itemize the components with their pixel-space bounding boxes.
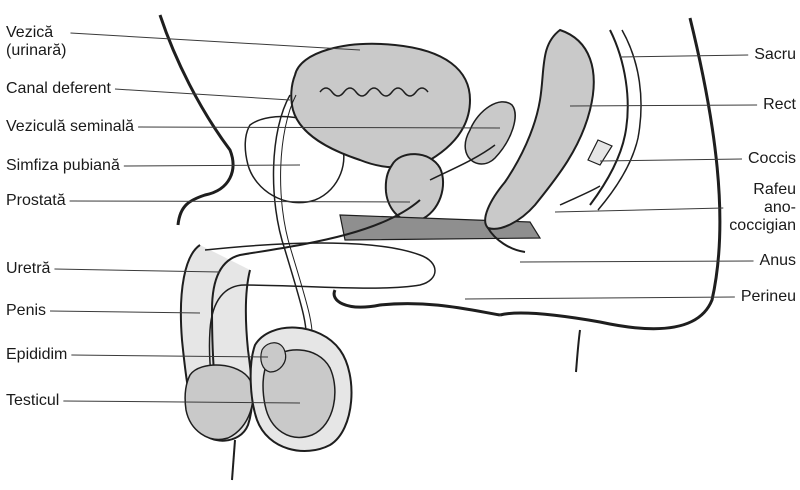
leader-line-perineu	[465, 297, 735, 299]
label-line: Testicul	[6, 392, 59, 410]
prostate-gland	[386, 154, 443, 221]
label-rect: Rect	[763, 96, 796, 114]
leader-line-rect	[570, 105, 757, 106]
label-uretra: Uretră	[6, 260, 50, 278]
label-line: Uretră	[6, 260, 50, 278]
label-line: Veziculă seminală	[6, 118, 134, 136]
sacrum	[590, 30, 628, 205]
leg-line	[232, 440, 235, 480]
label-line: Rafeu	[729, 181, 796, 199]
leader-line-prostata	[70, 201, 410, 202]
label-canal: Canal deferent	[6, 80, 111, 98]
label-line: Coccis	[748, 150, 796, 168]
label-vezica: Vezică(urinară)	[6, 24, 66, 60]
leader-line-penis	[50, 311, 200, 313]
anococcygeal-raphe	[560, 186, 600, 205]
thigh-crease	[576, 330, 580, 372]
label-penis: Penis	[6, 302, 46, 320]
label-sacru: Sacru	[754, 46, 796, 64]
label-epididim: Epididim	[6, 346, 67, 364]
label-prostata: Prostată	[6, 192, 66, 210]
label-line: ano-	[729, 199, 796, 217]
label-coccis: Coccis	[748, 150, 796, 168]
label-line: Epididim	[6, 346, 67, 364]
label-line: Anus	[760, 252, 796, 270]
label-line: Perineu	[741, 288, 796, 306]
label-testicul: Testicul	[6, 392, 59, 410]
label-veziculă: Veziculă seminală	[6, 118, 134, 136]
label-line: Penis	[6, 302, 46, 320]
seminal-vesicle	[465, 102, 515, 164]
label-line: Rect	[763, 96, 796, 114]
label-line: Vezică	[6, 24, 66, 42]
label-line: Simfiza pubiană	[6, 157, 120, 175]
label-simfiza: Simfiza pubiană	[6, 157, 120, 175]
label-line: Canal deferent	[6, 80, 111, 98]
leader-line-rafeu	[555, 208, 723, 212]
leader-line-coccis	[600, 159, 742, 161]
leader-line-sacru	[620, 55, 748, 57]
body-outline-front	[160, 15, 233, 225]
label-line: coccigian	[729, 217, 796, 235]
thigh-outline	[334, 290, 500, 315]
label-line: (urinară)	[6, 42, 66, 60]
label-line: Sacru	[754, 46, 796, 64]
leader-line-vezica	[70, 33, 360, 50]
label-perineu: Perineu	[741, 288, 796, 306]
label-anus: Anus	[760, 252, 796, 270]
leader-line-canal	[115, 89, 290, 100]
label-line: Prostată	[6, 192, 66, 210]
